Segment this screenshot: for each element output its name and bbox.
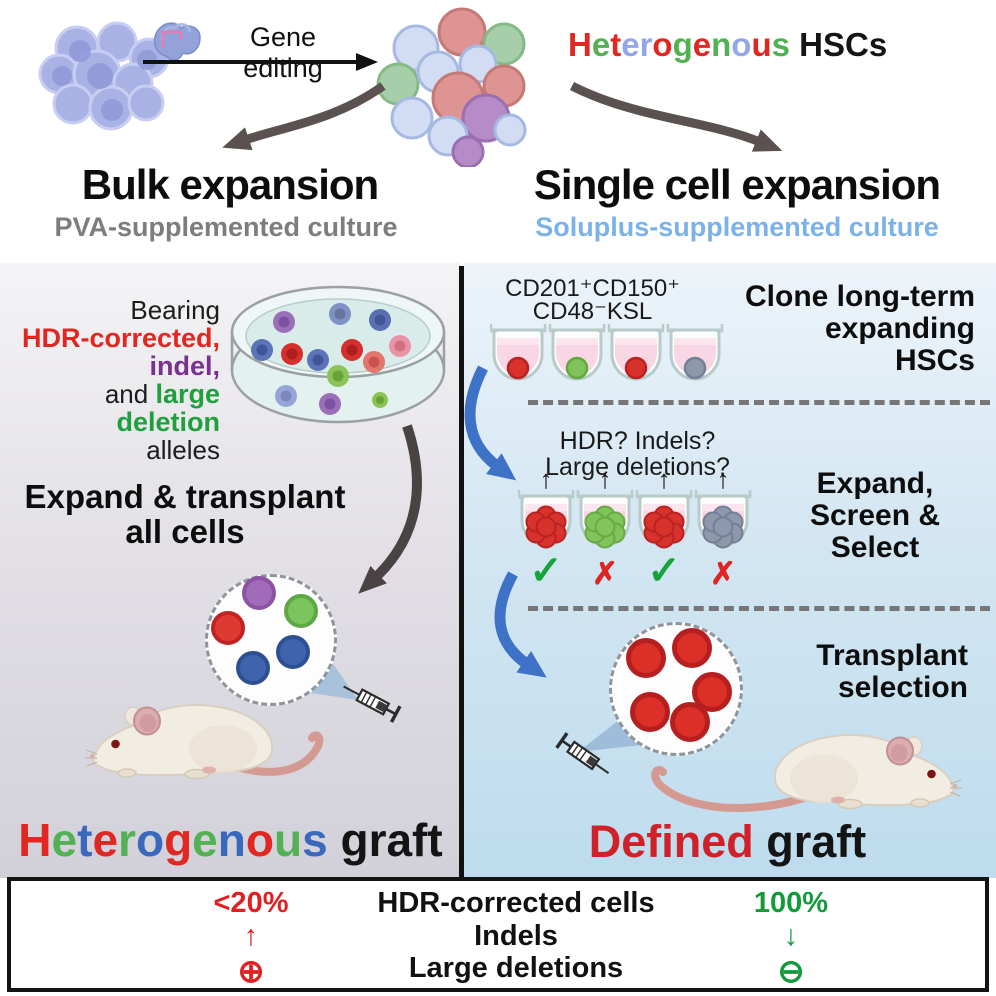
hscs-suffix: HSCs	[789, 26, 888, 63]
screen-line2: Screen &	[809, 499, 941, 532]
expand-screen-select-label: Expand, Screen & Select	[790, 468, 960, 564]
marker-line1: CD201⁺CD150⁺	[505, 275, 680, 302]
heterogenous-hscs-label: Heterogenous HSCs	[568, 26, 888, 64]
screen-line1: Expand,	[816, 467, 934, 500]
screen-result-check-3: ✓	[647, 549, 681, 593]
deletions-before-icon: ⊕	[237, 953, 265, 989]
screen-line3: Select	[830, 531, 920, 564]
hdr-before-value: <20%	[213, 887, 289, 919]
graft-suffix: graft	[327, 814, 443, 866]
screen-result-check-1: ✓	[529, 549, 563, 593]
bearing-alleles-label: Bearing HDR-corrected, indel, and large …	[10, 296, 220, 464]
table-row-hdr: <20% HDR-corrected cells 100%	[11, 887, 985, 921]
cas9-gene-editing-icon	[153, 22, 201, 61]
separator-dashed-line-1	[528, 400, 990, 405]
surface-marker-label: CD201⁺CD150⁺ CD48⁻KSL	[500, 275, 685, 325]
defined-cell-red-1	[626, 638, 666, 678]
defined-cell-red-5	[670, 702, 710, 742]
defined-cell-red-2	[672, 628, 712, 668]
workflow-blue-arrow-1	[464, 365, 517, 481]
mouse-illustration-left	[85, 704, 324, 780]
petri-dish-illustration	[230, 285, 446, 424]
defined-graft-suffix: graft	[753, 816, 867, 867]
hdr-after-value: 100%	[753, 887, 829, 919]
mouse-illustration-right	[651, 734, 962, 812]
marker-line2: CD48⁻KSL	[532, 298, 653, 325]
single-cell-expansion-title: Single cell expansion	[533, 161, 941, 208]
heterogenous-colored-word: Heterogenous	[568, 26, 790, 63]
graft-cell-blue-2	[276, 635, 310, 669]
transplant-selection-label: Transplant selection	[770, 640, 968, 704]
syringe-icon-left	[343, 685, 402, 723]
large-deletion-line: and large deletion	[10, 380, 220, 436]
hdr-corrected-label: HDR-corrected,	[21, 323, 220, 353]
edited-cell-cluster-icon	[376, 7, 527, 167]
indel-label: indel,	[149, 351, 220, 381]
clone-line1: Clone long-term	[745, 280, 975, 313]
clone-longterm-label: Clone long-term expanding HSCs	[700, 281, 975, 377]
deletions-after-icon: ⊖	[777, 953, 805, 989]
clone-wells-illustration	[490, 324, 724, 381]
defined-cell-red-4	[630, 692, 670, 732]
table-row-large-deletions: ⊕ Large deletions ⊖	[11, 952, 985, 989]
table-row-indels: ↑ Indels ↓	[11, 920, 985, 954]
assay-up-arrow-1: ↑	[539, 464, 553, 494]
indels-row-label: Indels	[474, 920, 558, 952]
graft-cell-purple	[242, 576, 276, 610]
heterogenous-graft-label: Heterogenous graft	[8, 813, 453, 867]
screen-result-cross-2: ✗	[592, 556, 618, 591]
alleles-text: alleles	[146, 435, 220, 465]
gene-editing-label: Gene editing	[243, 22, 323, 83]
panel-divider	[459, 266, 464, 878]
clone-line2: expanding	[824, 312, 975, 345]
deletions-row-label: Large deletions	[408, 952, 624, 984]
heterogenous-graft-colored-word: Heterogenous	[18, 814, 328, 866]
transplant-line2: selection	[837, 671, 968, 704]
indels-before-arrow: ↑	[243, 920, 259, 952]
syringe-icon-right	[555, 732, 610, 775]
screen-question-label: HDR? Indels? Large deletions?	[525, 428, 750, 480]
bearing-intro: Bearing	[130, 295, 220, 325]
expand-line2: all cells	[125, 513, 245, 550]
transplant-line1: Transplant	[816, 639, 968, 672]
screen-result-cross-4: ✗	[710, 556, 736, 591]
bulk-expansion-title: Bulk expansion	[81, 161, 379, 208]
defined-word: Defined	[588, 816, 754, 867]
pva-culture-subtitle: PVA-supplemented culture	[54, 212, 398, 242]
start-cell-cluster-icon	[38, 21, 170, 131]
workflow-blue-arrow-2	[494, 571, 547, 678]
graft-cell-blue	[236, 651, 270, 685]
curved-arrow-right-icon	[569, 81, 783, 152]
graft-cell-red	[211, 611, 245, 645]
indels-after-arrow: ↓	[783, 920, 799, 952]
graft-cell-green	[284, 594, 318, 628]
question-line2: Large deletions?	[545, 453, 730, 481]
screen-wells-illustration	[518, 490, 752, 549]
defined-graft-label: Defined graft	[505, 816, 950, 868]
expand-transplant-label: Expand & transplant all cells	[5, 479, 365, 549]
assay-up-arrow-4: ↑	[716, 464, 730, 494]
hdr-row-label: HDR-corrected cells	[377, 887, 655, 919]
curved-arrow-left-icon	[222, 82, 386, 151]
clone-line3: HSCs	[894, 344, 975, 377]
gene-editing-arrow-icon	[143, 53, 378, 71]
question-line1: HDR? Indels?	[559, 427, 716, 455]
expand-line1: Expand & transplant	[24, 478, 346, 515]
assay-up-arrow-2: ↑	[598, 464, 612, 494]
separator-dashed-line-2	[528, 606, 990, 611]
large-deletion-label: large deletion	[116, 379, 220, 437]
and-text: and	[104, 379, 156, 409]
summary-table: <20% HDR-corrected cells 100% ↑ Indels ↓…	[7, 877, 989, 992]
soluplus-culture-subtitle: Soluplus-supplemented culture	[535, 212, 939, 242]
bulk-transplant-arrow-icon	[358, 424, 422, 594]
assay-up-arrow-3: ↑	[657, 464, 671, 494]
